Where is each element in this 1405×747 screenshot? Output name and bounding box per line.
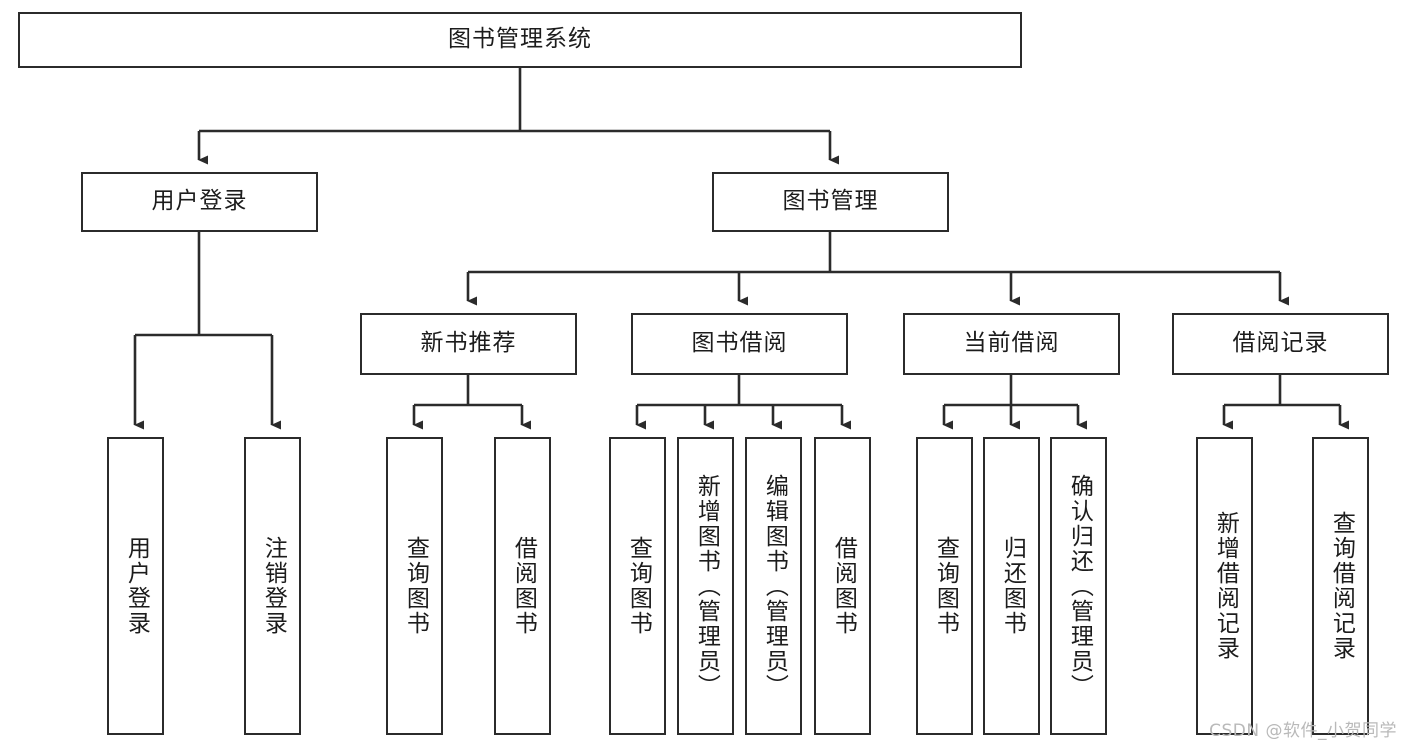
leaf-user-login-login[interactable]: 用户登录 bbox=[107, 437, 164, 735]
node-borrow-record[interactable]: 借阅记录 bbox=[1172, 313, 1389, 375]
leaf-label: 注销登录 bbox=[260, 536, 287, 636]
leaf-book-borrow-query[interactable]: 查询图书 bbox=[609, 437, 666, 735]
node-root-system[interactable]: 图书管理系统 bbox=[18, 12, 1022, 68]
leaf-book-borrow-borrow[interactable]: 借阅图书 bbox=[814, 437, 871, 735]
leaf-borrow-record-add[interactable]: 新增借阅记录 bbox=[1196, 437, 1253, 735]
leaf-label: 查询图书 bbox=[402, 536, 429, 636]
node-book-management[interactable]: 图书管理 bbox=[712, 172, 949, 232]
leaf-label: 借阅图书 bbox=[510, 536, 537, 636]
leaf-label: 查询图书 bbox=[625, 536, 652, 636]
leaf-label: 用户登录 bbox=[123, 536, 150, 636]
leaf-label: 查询图书 bbox=[932, 536, 959, 636]
leaf-book-borrow-add[interactable]: 新增图书（管理员） bbox=[677, 437, 734, 735]
leaf-user-login-logout[interactable]: 注销登录 bbox=[244, 437, 301, 735]
leaf-current-borrow-return[interactable]: 归还图书 bbox=[983, 437, 1040, 735]
leaf-label: 归还图书 bbox=[999, 536, 1026, 636]
leaf-label: 查询借阅记录 bbox=[1328, 511, 1355, 661]
leaf-new-book-query[interactable]: 查询图书 bbox=[386, 437, 443, 735]
leaf-label: 新增图书（管理员） bbox=[693, 473, 720, 699]
node-current-borrow[interactable]: 当前借阅 bbox=[903, 313, 1120, 375]
leaf-label: 借阅图书 bbox=[830, 536, 857, 636]
leaf-new-book-borrow[interactable]: 借阅图书 bbox=[494, 437, 551, 735]
leaf-book-borrow-edit[interactable]: 编辑图书（管理员） bbox=[745, 437, 802, 735]
node-new-book-recommend[interactable]: 新书推荐 bbox=[360, 313, 577, 375]
watermark-text: CSDN @软件_小贺同学 bbox=[1209, 721, 1397, 741]
leaf-current-borrow-query[interactable]: 查询图书 bbox=[916, 437, 973, 735]
node-book-borrow[interactable]: 图书借阅 bbox=[631, 313, 848, 375]
leaf-label: 编辑图书（管理员） bbox=[761, 473, 788, 699]
leaf-borrow-record-query[interactable]: 查询借阅记录 bbox=[1312, 437, 1369, 735]
leaf-label: 确认归还（管理员） bbox=[1066, 473, 1093, 699]
leaf-label: 新增借阅记录 bbox=[1212, 511, 1239, 661]
node-user-login[interactable]: 用户登录 bbox=[81, 172, 318, 232]
leaf-current-borrow-confirm-return[interactable]: 确认归还（管理员） bbox=[1050, 437, 1107, 735]
